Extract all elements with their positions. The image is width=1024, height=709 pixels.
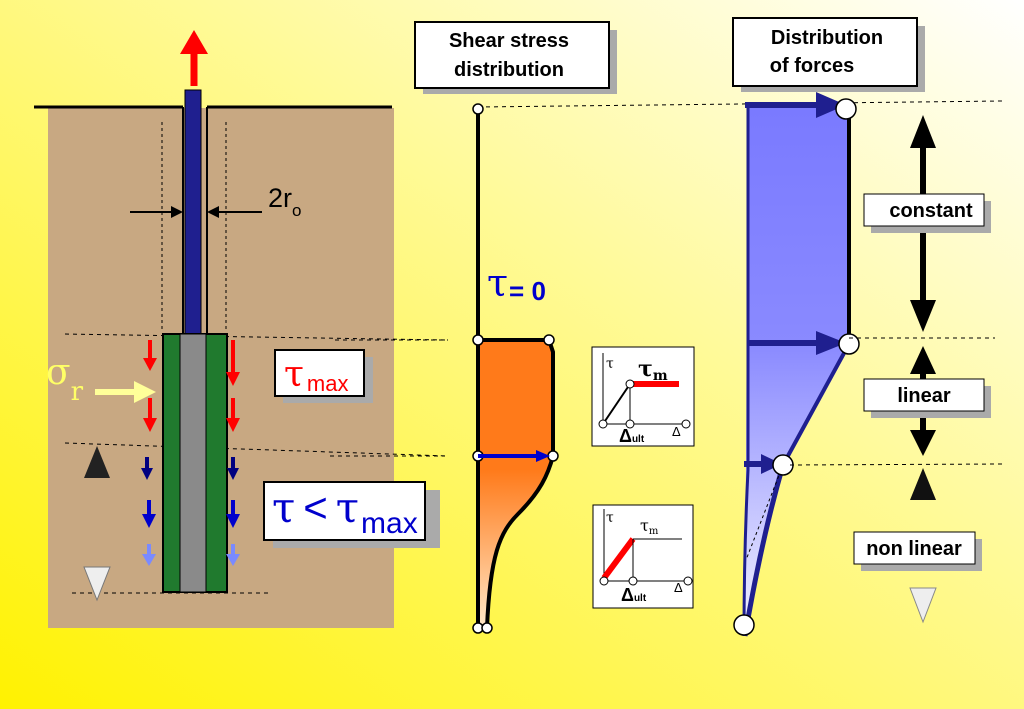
tau-zero-label: τ= 0 <box>487 261 546 306</box>
force-distribution-title: Distribution of forces <box>732 17 925 92</box>
diameter-label: 2ro <box>268 183 301 220</box>
pull-force-arrow <box>180 30 208 86</box>
inset-plastic-law: τ τm Δult Δ <box>591 346 695 447</box>
label-constant: constant <box>863 193 991 233</box>
shear-stress-profile <box>476 338 555 630</box>
svg-text:Δult: Δult <box>619 426 645 446</box>
svg-text:τ: τ <box>606 356 614 372</box>
svg-text:linear: linear <box>897 385 951 407</box>
force-arrows <box>744 92 846 474</box>
tendon-rod <box>184 89 202 336</box>
svg-text:Distribution: Distribution <box>771 27 883 49</box>
middle-panel: Shear stress distribution τ= 0 <box>330 21 1003 634</box>
shear-arrows-reduced <box>141 457 240 566</box>
label-linear: linear <box>863 378 991 418</box>
svg-text:Δult: Δult <box>621 585 647 605</box>
svg-text:τmax: τmax <box>284 354 348 396</box>
radial-stress-arrow: σr <box>46 352 156 407</box>
svg-text:τ<τmax: τ<τmax <box>272 483 418 540</box>
shear-arrows-max <box>143 340 240 432</box>
svg-text:τ: τ <box>606 510 614 526</box>
svg-text:Shear stress: Shear stress <box>449 30 569 52</box>
svg-text:of forces: of forces <box>770 55 854 77</box>
left-panel: 2ro σr <box>34 30 449 628</box>
svg-text:distribution: distribution <box>454 59 564 81</box>
tendon-core <box>179 333 207 593</box>
tau-less-than-max-box: τ<τmax <box>263 481 440 548</box>
inset-elastic-law: τ τm Δult Δ <box>592 504 694 609</box>
non-linear-length-arrow <box>83 446 111 602</box>
svg-text:Δ: Δ <box>674 580 683 595</box>
sigma-r-label: σr <box>46 352 84 407</box>
svg-text:τm: τm <box>638 356 668 384</box>
svg-text:non linear: non linear <box>866 538 962 560</box>
stress-node-markers <box>472 103 559 634</box>
force-node-markers <box>733 98 860 636</box>
svg-text:τm: τm <box>640 516 659 537</box>
shear-stress-title: Shear stress distribution <box>414 21 617 94</box>
diameter-dimension: 2ro <box>130 183 301 220</box>
stress-value-arrow <box>478 450 550 462</box>
svg-text:constant: constant <box>889 200 973 222</box>
force-distribution-area <box>745 107 849 636</box>
right-panel: Distribution of forces <box>732 17 1003 637</box>
svg-text:Δ: Δ <box>672 424 681 439</box>
label-non-linear: non linear <box>853 531 982 571</box>
